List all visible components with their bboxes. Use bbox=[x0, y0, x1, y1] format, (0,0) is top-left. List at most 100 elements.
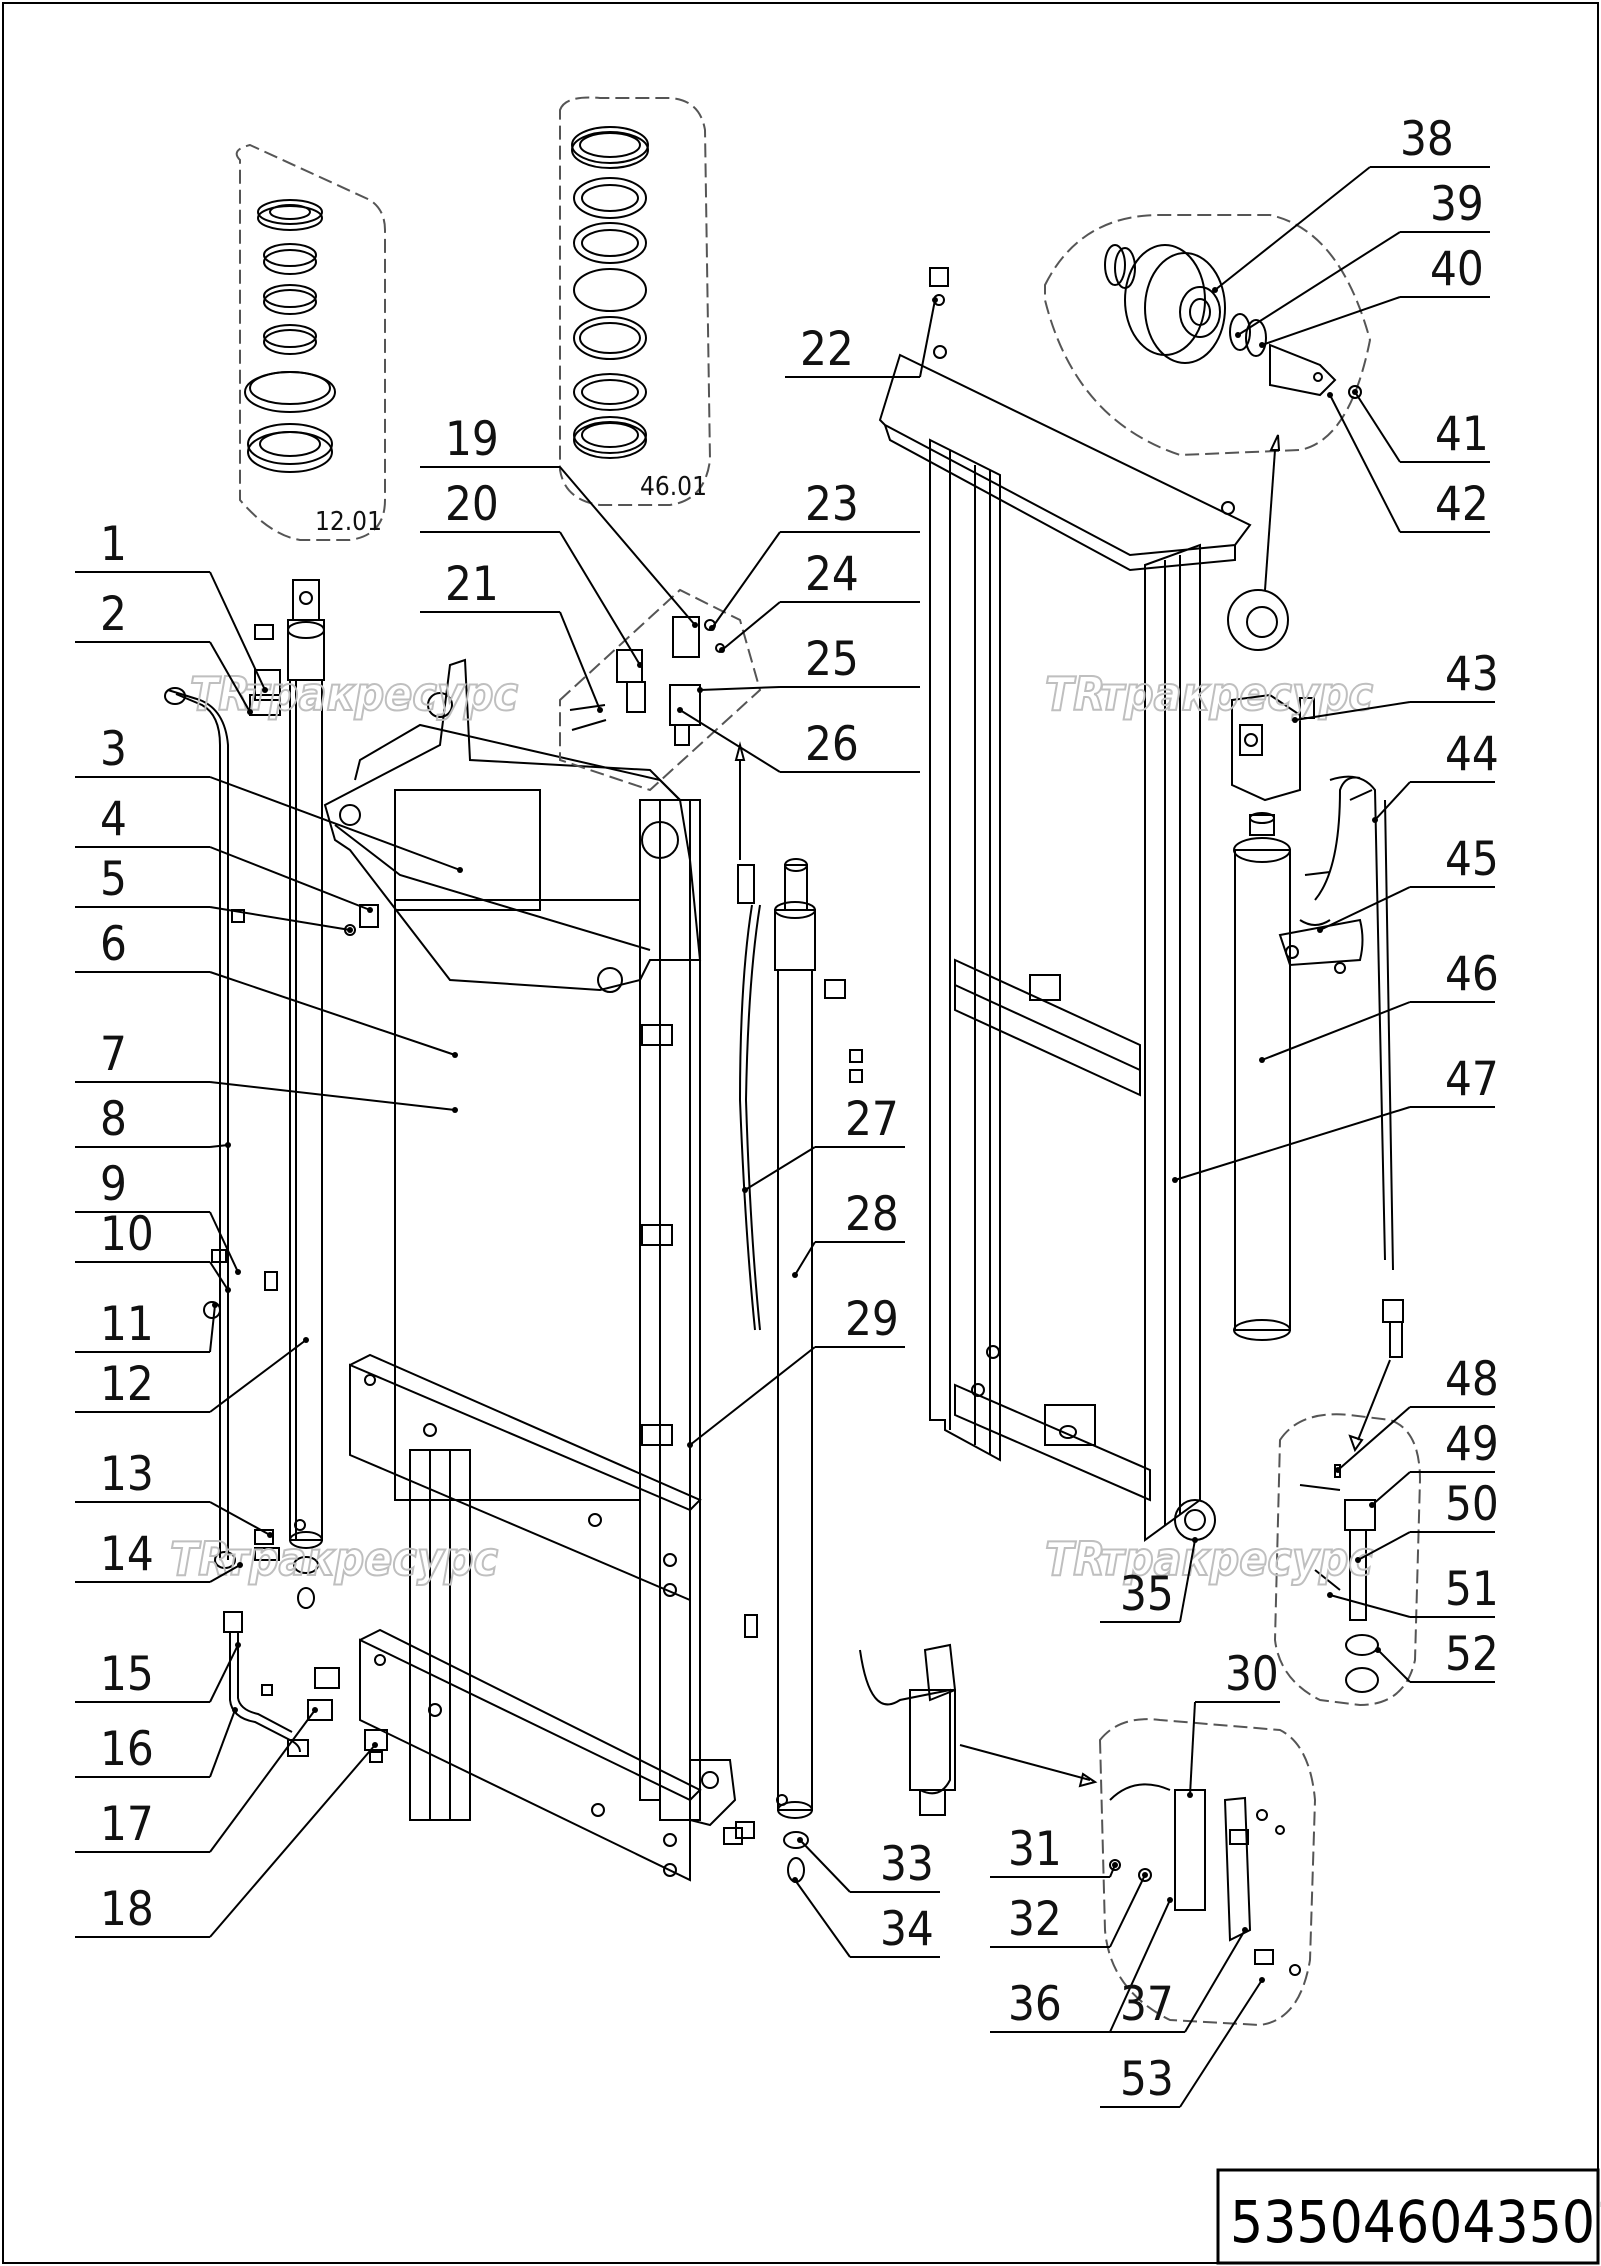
leader-line bbox=[1109, 1874, 1146, 1948]
watermark-logo: TR bbox=[190, 667, 250, 721]
leader-line bbox=[1294, 701, 1411, 721]
callout-number: 31 bbox=[1008, 1822, 1062, 1877]
pulley-group bbox=[929, 214, 1372, 651]
callout-number: 10 bbox=[100, 1207, 154, 1262]
callout-number: 26 bbox=[805, 717, 859, 772]
leader-line bbox=[209, 1709, 316, 1853]
callout-25: 25 bbox=[697, 632, 920, 693]
callout-number: 11 bbox=[100, 1297, 154, 1352]
callout-33: 33 bbox=[797, 1837, 940, 1893]
leader-line bbox=[209, 1564, 241, 1583]
callout-28: 28 bbox=[792, 1187, 905, 1278]
callout-36: 36 bbox=[990, 1897, 1173, 2033]
leader-line bbox=[559, 611, 601, 711]
callout-43: 43 bbox=[1292, 647, 1499, 723]
callout-16: 16 bbox=[75, 1707, 238, 1778]
leader-dot bbox=[225, 1142, 231, 1148]
callout-24: 24 bbox=[719, 547, 920, 653]
callout-number: 20 bbox=[445, 477, 499, 532]
leader-line bbox=[1179, 1539, 1196, 1623]
leader-line bbox=[1179, 1979, 1263, 2108]
leader-line bbox=[1261, 1001, 1411, 1061]
callout-29: 29 bbox=[687, 1292, 905, 1448]
leader-dot bbox=[677, 707, 683, 713]
callout-number: 40 bbox=[1430, 242, 1484, 297]
leader-dot bbox=[697, 687, 703, 693]
drawing-number-box: 535046043501 bbox=[1216, 2168, 1601, 2265]
callout-11: 11 bbox=[75, 1297, 218, 1353]
leader-line bbox=[209, 1304, 216, 1353]
callout-19: 19 bbox=[420, 412, 698, 628]
callout-number: 7 bbox=[100, 1027, 127, 1082]
callout-number: 15 bbox=[100, 1647, 154, 1702]
callout-8: 8 bbox=[75, 1092, 231, 1148]
callout-21: 21 bbox=[420, 557, 603, 713]
callout-27: 27 bbox=[742, 1092, 905, 1193]
inner-mast-frame bbox=[323, 658, 755, 1882]
callout-number: 6 bbox=[100, 917, 127, 972]
watermark-text: тракресурс bbox=[245, 667, 518, 721]
leader-dot bbox=[1259, 1977, 1265, 1983]
leader-dot bbox=[1335, 1467, 1341, 1473]
leader-line bbox=[1357, 1531, 1411, 1561]
leader-dot bbox=[1172, 1177, 1178, 1183]
lift-cylinder-left bbox=[287, 579, 325, 1549]
hydraulic-hose bbox=[164, 687, 236, 1569]
callout-layer: 1234567891011121314151617181920212223242… bbox=[75, 112, 1499, 2108]
leader-dot bbox=[237, 1562, 243, 1568]
leader-dot bbox=[1369, 1502, 1375, 1508]
callout-13: 13 bbox=[75, 1447, 273, 1538]
callout-number: 13 bbox=[100, 1447, 154, 1502]
bottom-bracket-group bbox=[859, 1643, 1317, 2027]
outer-mast-frame bbox=[878, 345, 1252, 1542]
callout-number: 1 bbox=[100, 517, 127, 572]
leader-line bbox=[689, 1346, 816, 1446]
leader-dot bbox=[1112, 1862, 1118, 1868]
callout-45: 45 bbox=[1317, 832, 1499, 933]
leader-dot bbox=[1235, 332, 1241, 338]
leader-dot bbox=[347, 927, 353, 933]
leader-line bbox=[209, 1744, 376, 1938]
leader-line bbox=[1371, 1471, 1411, 1506]
seal-kit-46-01 bbox=[559, 96, 712, 506]
watermark-3: TR тракресурс bbox=[169, 1531, 499, 1587]
leader-line bbox=[721, 601, 781, 651]
leader-dot bbox=[742, 1187, 748, 1193]
callout-number: 22 bbox=[800, 322, 854, 377]
callout-number: 48 bbox=[1445, 1352, 1499, 1407]
callout-number: 8 bbox=[100, 1092, 127, 1147]
leader-dot bbox=[1259, 1057, 1265, 1063]
leader-line bbox=[699, 686, 781, 691]
callout-41: 41 bbox=[1352, 389, 1490, 463]
callout-3: 3 bbox=[75, 722, 463, 873]
leader-dot bbox=[792, 1272, 798, 1278]
leader-line bbox=[1237, 231, 1401, 336]
leader-dot bbox=[719, 647, 725, 653]
callout-32: 32 bbox=[990, 1872, 1148, 1948]
leader-line bbox=[1329, 1594, 1411, 1618]
callout-number: 25 bbox=[805, 632, 859, 687]
leader-line bbox=[1377, 1649, 1411, 1683]
kit-label-12-01: 12.01 bbox=[315, 507, 382, 537]
callout-9: 9 bbox=[75, 1157, 241, 1275]
callout-26: 26 bbox=[677, 707, 920, 773]
watermark-4: TR тракресурс bbox=[1044, 1531, 1374, 1587]
callout-number: 12 bbox=[100, 1357, 154, 1412]
pin-group bbox=[1273, 1299, 1422, 1707]
watermark-logo: TR bbox=[170, 1532, 230, 1586]
callout-number: 27 bbox=[845, 1092, 899, 1147]
leader-line bbox=[209, 571, 266, 691]
callout-42: 42 bbox=[1327, 392, 1490, 533]
leader-dot bbox=[452, 1052, 458, 1058]
callout-39: 39 bbox=[1235, 177, 1490, 338]
callout-number: 9 bbox=[100, 1157, 127, 1212]
watermark-text: тракресурс bbox=[225, 1532, 498, 1586]
callout-number: 3 bbox=[100, 722, 127, 777]
callout-47: 47 bbox=[1172, 1052, 1499, 1183]
seal-kit-12-01 bbox=[235, 143, 386, 541]
callout-23: 23 bbox=[709, 477, 920, 631]
leader-line bbox=[919, 299, 936, 378]
callout-number: 46 bbox=[1445, 947, 1499, 1002]
leader-dot bbox=[367, 907, 373, 913]
lower-hose bbox=[223, 1611, 388, 1763]
